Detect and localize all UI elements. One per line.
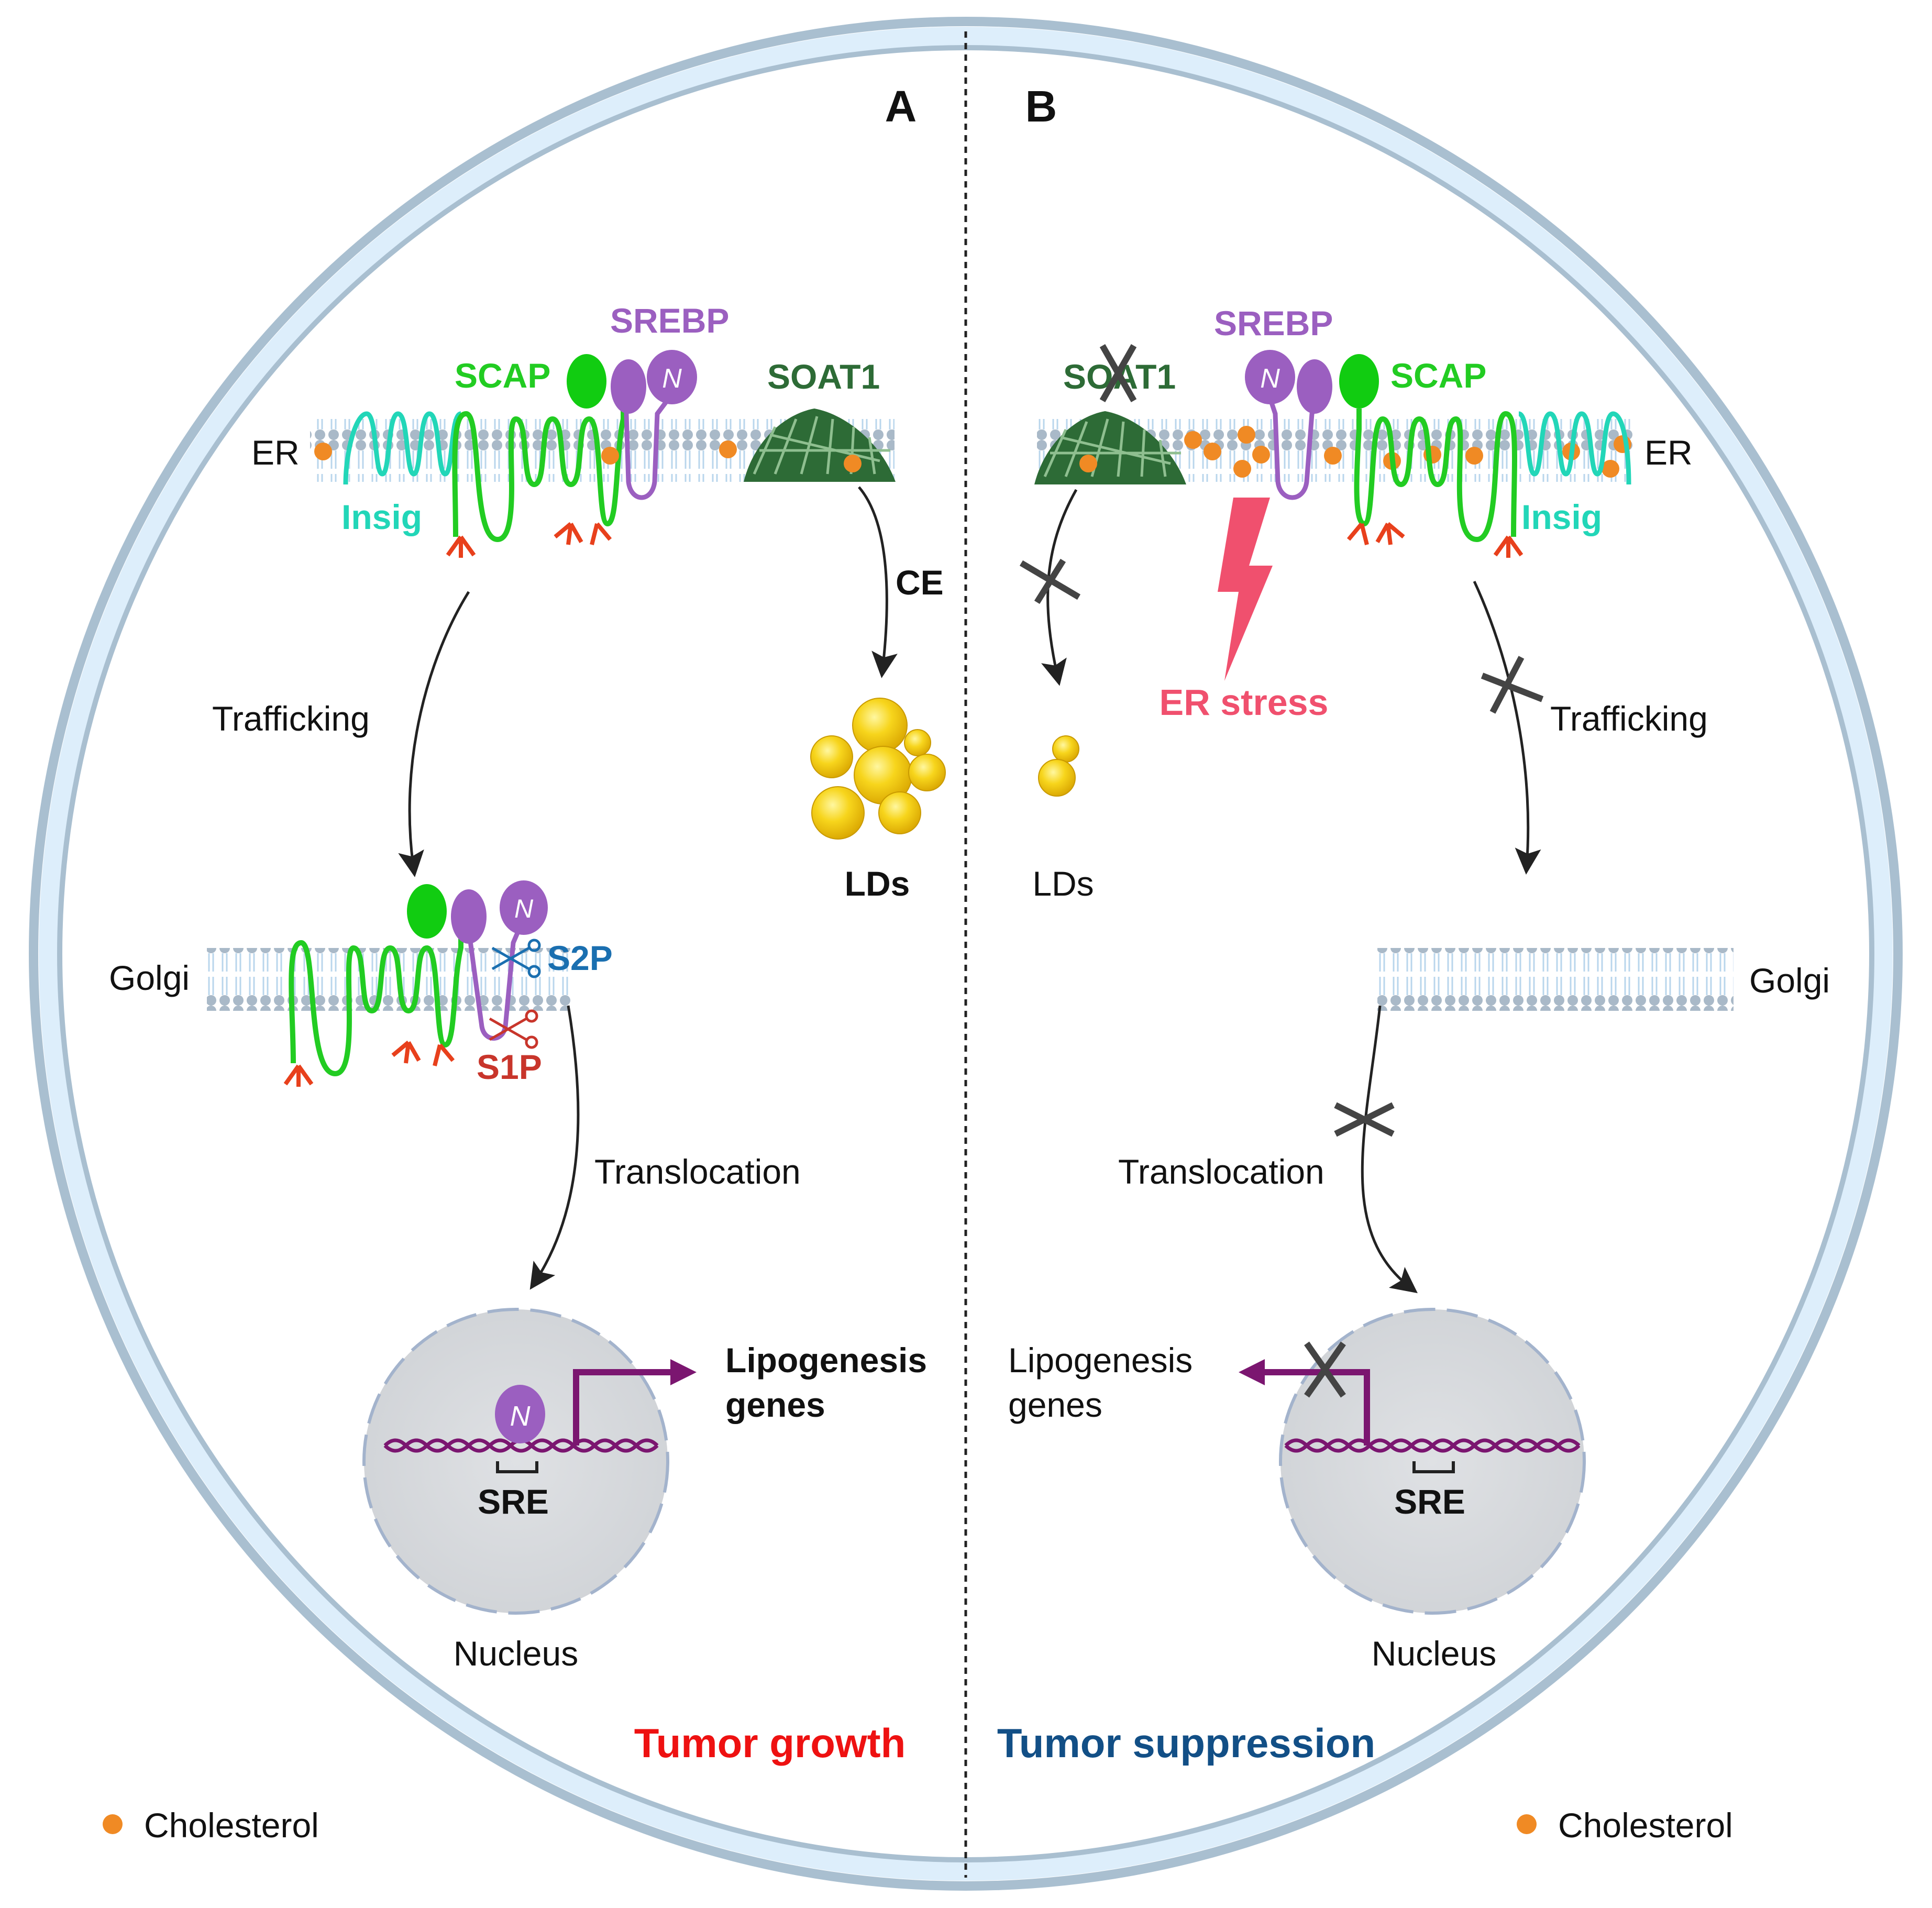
er-stress-label-b: ER stress [1160,682,1329,723]
glycan-golgi-a [283,1040,455,1087]
srebp-domain-golgi-a [451,889,487,944]
scap-label-b: SCAP [1390,356,1486,395]
srebp-label-b: SREBP [1214,304,1333,343]
nucleus-label-b: Nucleus [1372,1634,1496,1673]
srebp-domain-a [611,359,646,414]
block-x-icon [1334,1102,1395,1137]
panel-a: ER Insig SCAP N SREBP SOAT1 [103,301,946,1845]
scap-label-a: SCAP [455,356,550,395]
insig-protein-a [343,411,462,485]
outcome-label-b: Tumor suppression [997,1720,1375,1766]
genes-label-line2-b: genes [1008,1385,1102,1424]
ce-label-a: CE [896,563,944,602]
block-x-icon [1481,656,1544,714]
genes-label-line1-a: Lipogenesis [725,1341,927,1380]
cholesterol-legend-icon-a [103,1814,123,1834]
panel-b: ER SOAT1 N [997,304,1830,1845]
lds-label-a: LDs [845,864,910,903]
genes-label-line1-b: Lipogenesis [1008,1341,1193,1380]
insig-label-b: Insig [1521,498,1602,536]
glycan-b [1346,522,1523,558]
er-label-a: ER [251,433,300,472]
golgi-label-a: Golgi [109,958,190,997]
transcription-arrow-b [1260,1369,1370,1446]
cholesterol-dots-a [314,440,737,465]
panel-letter-a: A [885,82,917,131]
n-terminal-symbol: N [662,363,682,394]
lipid-droplets-b [1038,735,1079,797]
inhibition-x-icon [1304,1341,1346,1398]
blocked-trafficking-arrow-b [1473,580,1541,875]
cholesterol-legend-a: Cholesterol [144,1806,319,1845]
lipid-droplets-a [810,698,946,840]
cholesterol-legend-icon-b [1517,1814,1537,1834]
blocked-translocation-arrow-b [1361,1005,1418,1294]
srebp-domain-b [1297,359,1332,414]
block-x-icon [1019,558,1081,604]
translocation-arrow-a [529,1005,580,1290]
ce-arrow-a [858,486,898,678]
n-terminal-symbol: N [510,1400,531,1432]
cholesterol-dots-b [1184,426,1631,478]
trafficking-label-a: Trafficking [212,699,370,738]
inhibition-x-icon [1099,344,1137,402]
golgi-membrane-b [1377,948,1734,1011]
sre-bracket-b [1412,1461,1455,1473]
transcription-arrowhead-a [670,1359,697,1385]
golgi-membrane-a [207,948,573,1011]
trafficking-label-b: Trafficking [1550,699,1708,738]
srebp-n-terminal-golgi-a [500,880,548,935]
outcome-label-a: Tumor growth [634,1720,906,1766]
s2p-label-a: S2P [547,939,613,977]
srebp-n-terminal-a [647,350,697,404]
soat1-label-a: SOAT1 [767,357,880,396]
scap-head-a [567,354,606,409]
srebp-protein-b [1267,397,1317,500]
sre-label-b: SRE [1394,1482,1465,1521]
translocation-label-b: Translocation [1118,1152,1324,1191]
n-terminal-symbol: N [514,894,534,923]
sre-bracket-a [496,1461,538,1473]
scap-head-b [1339,354,1379,409]
scap-protein-golgi-a [289,919,463,1077]
srebp-n-terminal-nucleus-a [495,1385,545,1443]
cholesterol-legend-b: Cholesterol [1558,1806,1733,1845]
s1p-label-a: S1P [477,1047,542,1086]
sre-label-a: SRE [478,1482,549,1521]
transcription-arrow-a [573,1369,676,1446]
scissors-s1p-icon [489,1009,538,1049]
nucleus-b [1279,1308,1586,1615]
nucleus-label-a: Nucleus [454,1634,578,1673]
glycan-a [446,522,612,558]
scissors-s2p-icon [491,939,541,978]
er-stress-lightning-icon [1218,498,1273,681]
trafficking-arrow-a [398,591,470,877]
scap-head-golgi-a [407,884,447,939]
scap-protein-b [1354,409,1517,543]
er-label-b: ER [1644,433,1693,472]
soat1-enzyme-b [1034,411,1186,484]
srebp-n-terminal-b [1245,350,1295,404]
genes-label-line2-a: genes [725,1385,825,1424]
n-terminal-symbol: N [1260,363,1280,394]
srebp-protein-a [623,391,675,500]
insig-label-a: Insig [341,498,422,536]
transcription-arrowhead-b [1239,1359,1265,1385]
translocation-label-a: Translocation [594,1152,801,1191]
soat1-enzyme-a [744,409,896,482]
scap-protein-a [452,382,626,543]
lds-label-b: LDs [1032,864,1094,903]
insig-protein-b [1518,411,1631,485]
srebp-label-a: SREBP [610,301,729,340]
panel-letter-b: B [1025,82,1057,131]
dna-helix-b [1284,1438,1581,1453]
golgi-label-b: Golgi [1749,961,1830,1000]
nucleus-a [362,1308,669,1615]
